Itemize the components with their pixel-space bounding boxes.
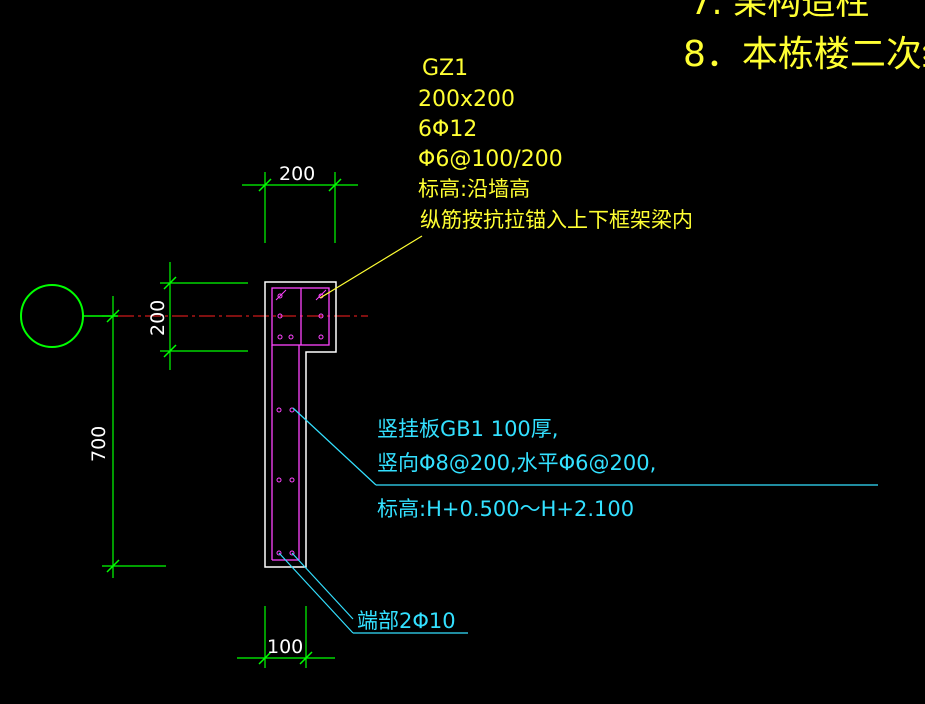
end-label-leader-a [278, 552, 354, 634]
dimension-bottom-text: 100 [267, 636, 303, 658]
dimension-top: 200 [242, 163, 358, 243]
dimension-left-total-text: 700 [88, 426, 110, 462]
column-label-stirrup: Φ6@100/200 [418, 147, 563, 172]
column-label-anchor: 纵筋按抗拉锚入上下框架梁内 [420, 208, 693, 232]
end-label: 端部2Φ10 [357, 609, 456, 633]
wall-label-leader [292, 407, 377, 486]
dimension-left-total: 700 [88, 296, 166, 578]
end-label-leader-b [291, 552, 354, 620]
wall-label-line2: 竖向Φ8@200,水平Φ6@200, [377, 451, 656, 475]
dimension-bottom: 100 [237, 606, 335, 668]
wall-label-line3: 标高:H+0.500～H+2.100 [377, 497, 634, 521]
column-label-elevation: 标高:沿墙高 [418, 177, 530, 201]
axis-bubble [20, 284, 84, 348]
wall-label: 竖挂板GB1 100厚, 竖向Φ8@200,水平Φ6@200, 标高:H+0.5… [377, 417, 656, 521]
note-line-8: 8．本栋楼二次结构 [683, 34, 925, 75]
note-line-7: 7. 果构造柱 [690, 0, 869, 23]
wall-label-line1: 竖挂板GB1 100厚, [377, 417, 558, 441]
column-label-leader [319, 235, 423, 299]
column-wall-outline [264, 281, 337, 568]
dimension-left-column-text: 200 [147, 300, 169, 336]
dimension-left-column: 200 [147, 262, 248, 370]
column-label: GZ1 200x200 6Φ12 Φ6@100/200 标高:沿墙高 纵筋按抗拉… [418, 56, 693, 232]
wall-rebar [271, 345, 300, 561]
column-label-name: GZ1 [422, 56, 468, 81]
column-label-rebar: 6Φ12 [418, 117, 477, 142]
dimension-top-text: 200 [279, 163, 315, 185]
column-label-size: 200x200 [418, 87, 515, 112]
